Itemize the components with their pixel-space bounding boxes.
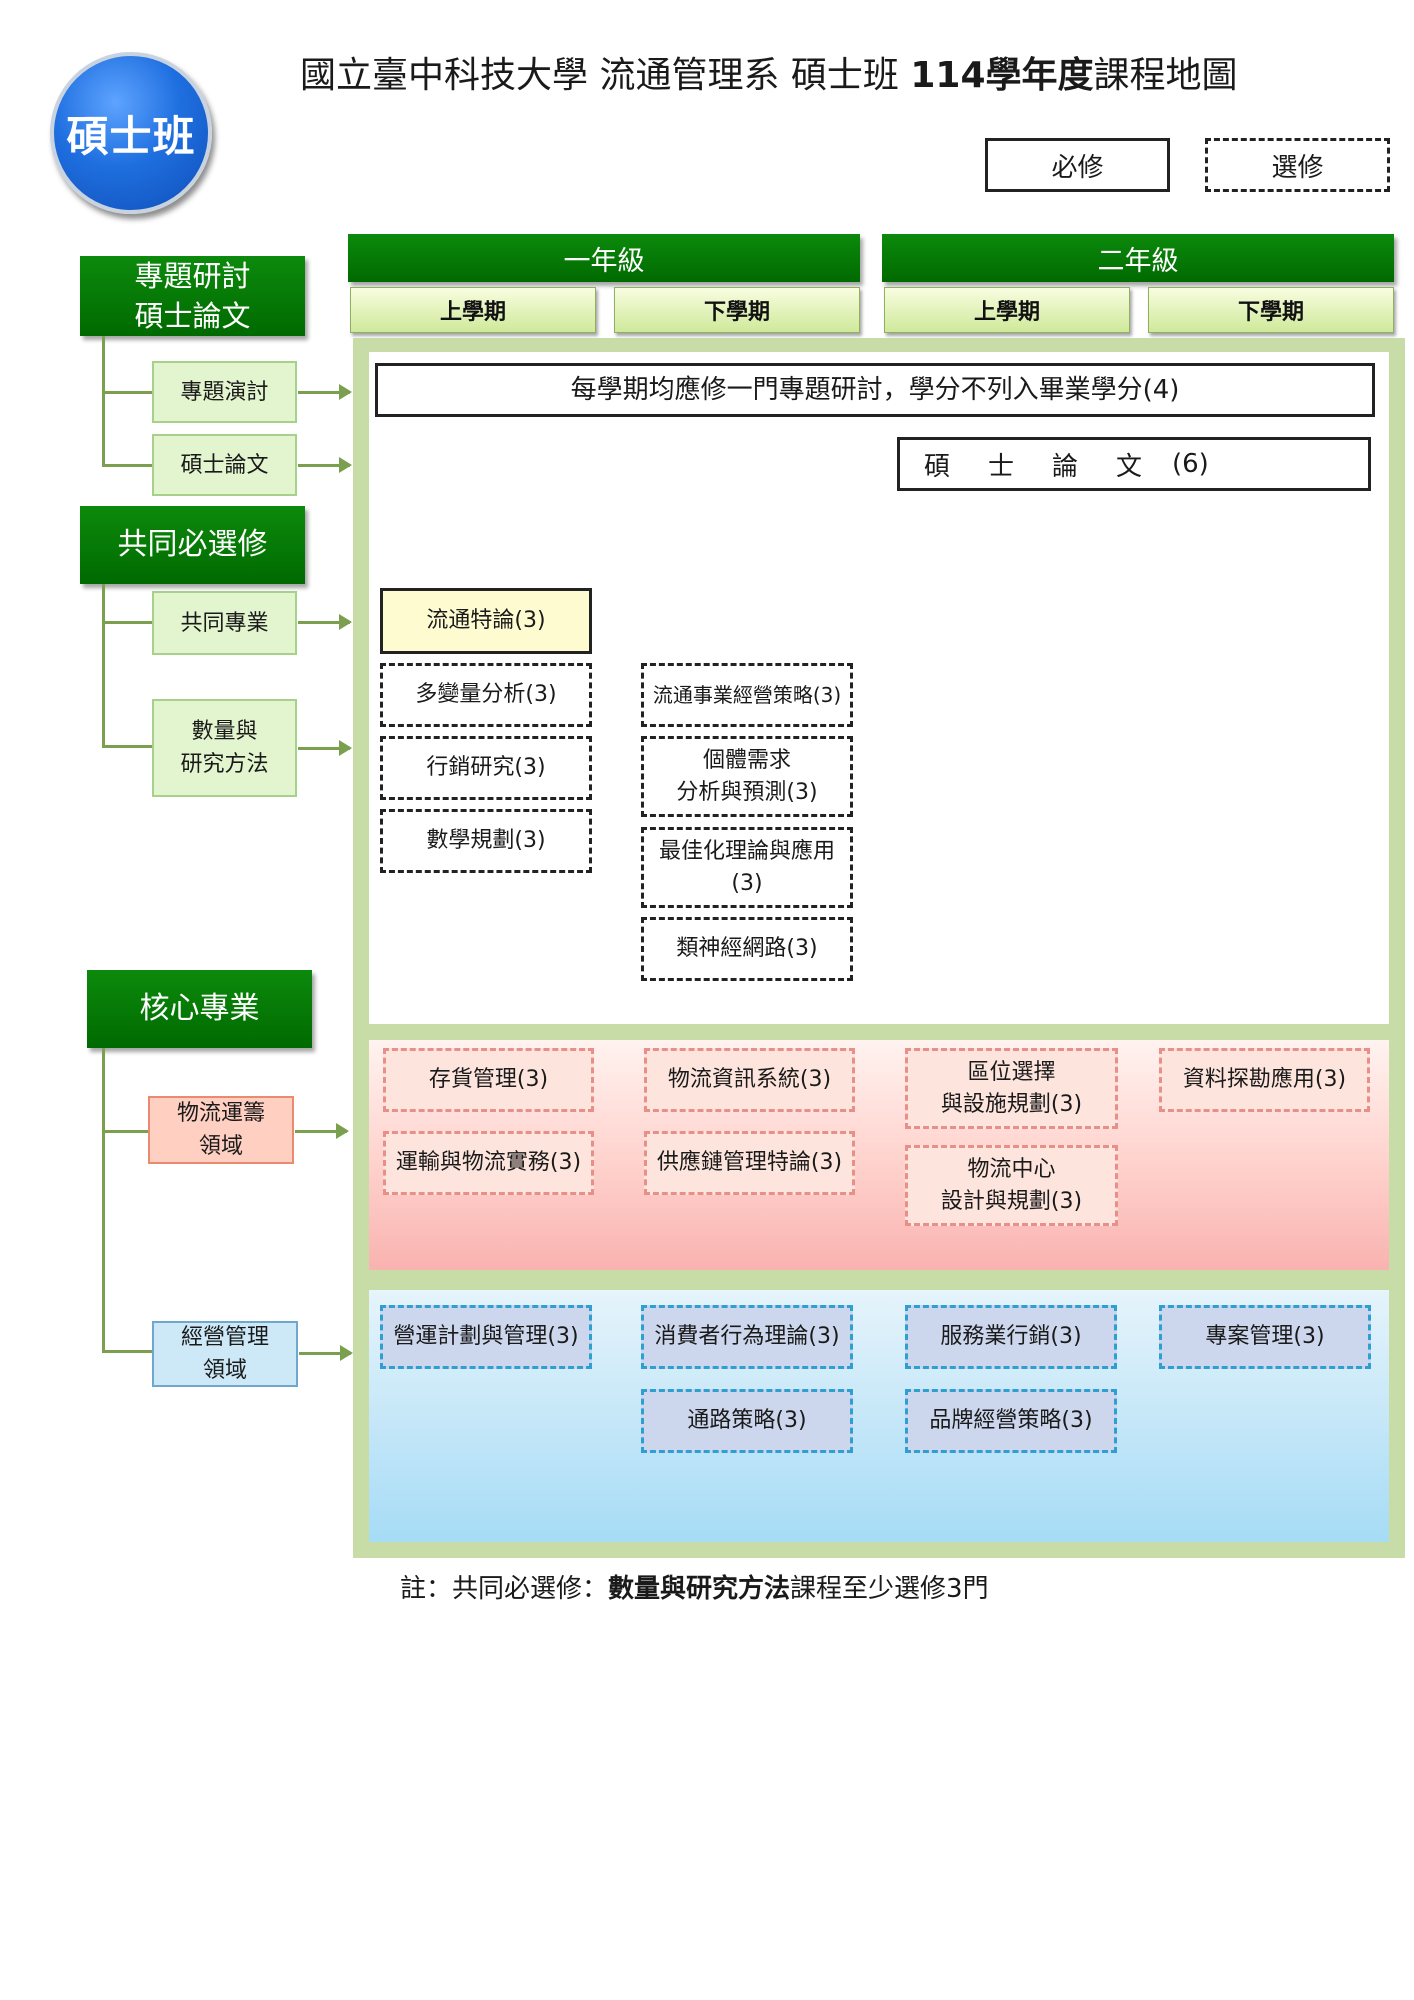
arrow-management [299,1345,353,1361]
footnote-bold: 數量與研究方法 [608,1574,791,1604]
course-service-marketing: 服務業行銷(3) [905,1305,1117,1369]
tree-branch-management [102,1350,152,1353]
subcat-thesis: 碩士論文 [152,434,297,496]
tree-branch-thesis [102,464,152,467]
degree-badge: 碩士班 [50,52,212,214]
subcat-logistics-line2: 領域 [198,1134,243,1159]
subcat-logistics-line1: 物流運籌 [176,1101,265,1126]
course-project-management: 專案管理(3) [1159,1305,1371,1369]
course-multivariate: 多變量分析(3) [380,663,592,727]
tree-line-core [102,1048,105,1353]
course-brand-strategy: 品牌經營策略(3) [905,1389,1117,1453]
category-core: 核心專業 [87,970,312,1048]
location-line2: 與設施規劃(3) [940,1091,1083,1117]
arrow-common-prof [298,614,352,630]
category-thesis-label: 碩士論文 [134,299,251,333]
tree-branch-common-prof [102,621,152,624]
subcat-quant-line2: 研究方法 [180,752,269,777]
title-part1: 國立臺中科技大學 流通管理系 碩士班 [300,55,911,96]
course-ops-planning: 營運計劃與管理(3) [380,1305,592,1369]
course-demand-forecast: 個體需求 分析與預測(3) [641,736,853,817]
subcat-quant-line1: 數量與 [191,719,258,744]
dc-design-line1: 物流中心 [967,1156,1056,1182]
course-math-programming: 數學規劃(3) [380,809,592,873]
subcat-management-line1: 經營管理 [180,1325,269,1350]
thesis-char-4: 文 [1116,451,1143,482]
thesis-credits: (6) [1172,449,1209,479]
thesis-char-2: 士 [988,451,1015,482]
optimization-line1: 最佳化理論與應用 [658,838,835,864]
title-part3: 課程地圖 [1093,55,1238,96]
subcat-common-professional: 共同專業 [152,591,297,655]
thesis-char-3: 論 [1052,451,1079,482]
subcat-seminar: 專題演討 [152,361,297,423]
arrow-thesis [298,457,352,473]
title-year: 114學年度 [910,55,1094,96]
sem-y1-spring: 下學期 [614,287,860,333]
course-logistics-info: 物流資訊系統(3) [644,1048,855,1112]
legend-elective: 選修 [1205,138,1390,192]
category-seminar-thesis: 專題研討 碩士論文 [80,256,305,336]
arrow-logistics [295,1123,349,1139]
course-transport: 運輸與物流實務(3) [383,1131,594,1195]
footnote-prefix: 註：共同必選修： [400,1574,609,1604]
course-inventory: 存貨管理(3) [383,1048,594,1112]
course-location-facility: 區位選擇 與設施規劃(3) [905,1048,1118,1129]
course-channel-strategy: 通路策略(3) [641,1389,853,1453]
tree-branch-logistics [102,1130,148,1133]
legend-required: 必修 [985,138,1170,192]
course-seminar-note: 每學期均應修一門專題研討，學分不列入畢業學分(4) [375,363,1375,417]
demand-forecast-line2: 分析與預測(3) [676,779,818,805]
dc-design-line2: 設計與規劃(3) [940,1188,1083,1214]
sem-y2-spring: 下學期 [1148,287,1394,333]
sem-y2-fall: 上學期 [884,287,1130,333]
subcat-management: 經營管理 領域 [152,1321,298,1387]
course-dc-design: 物流中心 設計與規劃(3) [905,1145,1118,1226]
course-marketing-research: 行銷研究(3) [380,736,592,800]
course-consumer-behavior: 消費者行為理論(3) [641,1305,853,1369]
course-thesis: 碩 士 論 文 (6) [897,437,1371,491]
page-title: 國立臺中科技大學 流通管理系 碩士班 114學年度課程地圖 [300,48,1360,104]
subcat-logistics: 物流運籌 領域 [148,1096,294,1164]
tree-line-seminar [102,336,105,466]
course-business-strategy: 流通事業經營策略(3) [641,663,853,727]
course-neural-network: 類神經網路(3) [641,917,853,981]
tree-branch-seminar [102,391,152,394]
year-1-header: 一年級 [348,234,860,282]
tree-line-common [102,584,105,748]
subcat-management-line2: 領域 [202,1358,247,1383]
category-common: 共同必選修 [80,506,305,584]
arrow-seminar [298,384,352,400]
course-distribution-topics: 流通特論(3) [380,588,592,654]
course-data-mining: 資料探勘應用(3) [1159,1048,1370,1112]
optimization-line2: (3) [731,870,763,896]
arrow-quant [298,740,352,756]
footnote: 註：共同必選修：數量與研究方法課程至少選修3門 [400,1568,989,1605]
subcat-quant-research: 數量與 研究方法 [152,699,297,797]
course-optimization: 最佳化理論與應用 (3) [641,827,853,908]
location-line1: 區位選擇 [967,1059,1056,1085]
tree-branch-quant [102,745,152,748]
year-2-header: 二年級 [882,234,1394,282]
footnote-suffix: 課程至少選修3門 [790,1574,989,1604]
sem-y1-fall: 上學期 [350,287,596,333]
course-supply-chain: 供應鏈管理特論(3) [644,1131,855,1195]
category-seminar-label: 專題研討 [134,259,251,293]
thesis-char-1: 碩 [924,451,951,482]
demand-forecast-line1: 個體需求 [702,747,791,773]
